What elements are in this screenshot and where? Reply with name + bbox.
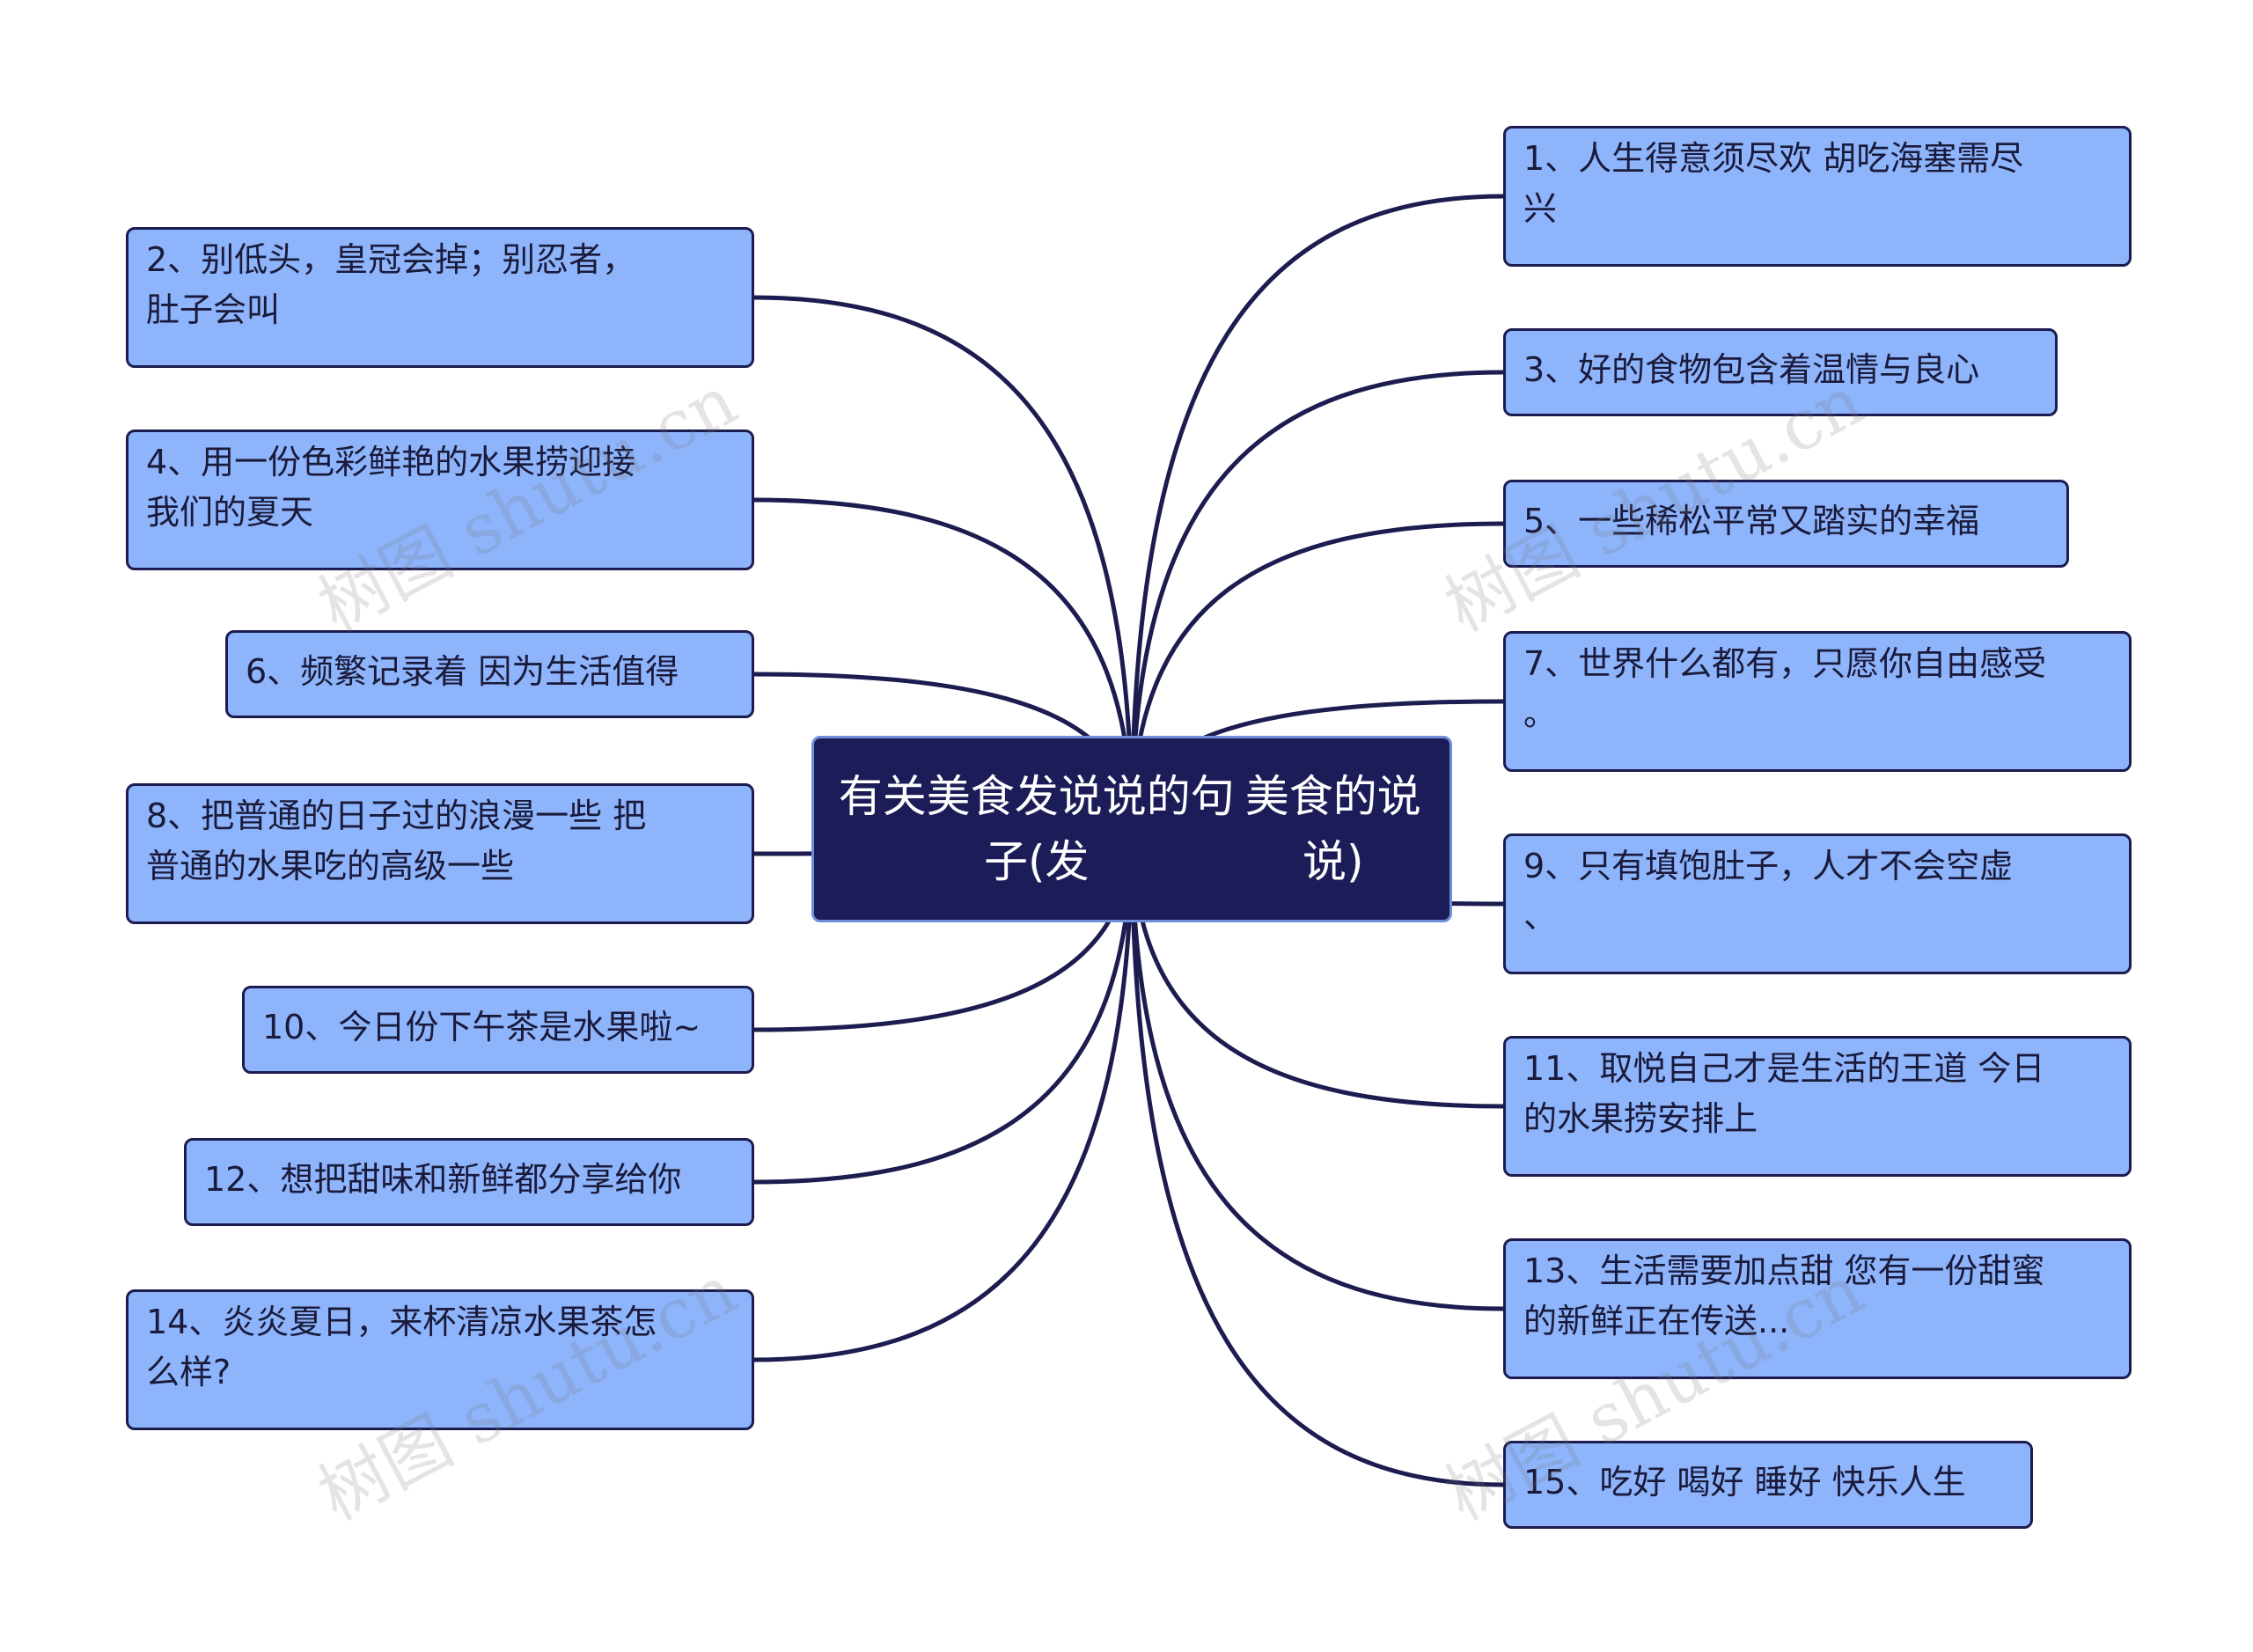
root-topic[interactable]: 有关美食发说说的句子(发美食的说说) — [811, 736, 1452, 922]
topic-7[interactable]: 7、世界什么都有，只愿你自由感受 。 — [1503, 631, 2132, 772]
connector-n15 — [1129, 828, 1504, 1487]
topic-2[interactable]: 2、别低头，皇冠会掉；别忍者， 肚子会叫 — [126, 227, 754, 368]
topic-6[interactable]: 6、频繁记录着 因为生活值得 — [225, 630, 754, 718]
topic-13[interactable]: 13、生活需要加点甜 您有一份甜蜜 的新鲜正在传送... — [1503, 1238, 2132, 1379]
topic-12[interactable]: 12、想把甜味和新鲜都分享给你 — [184, 1138, 754, 1226]
connector-n12 — [753, 828, 1134, 1185]
connector-n3 — [1129, 370, 1504, 830]
topic-5[interactable]: 5、一些稀松平常又踏实的幸福 — [1503, 480, 2069, 568]
topic-4[interactable]: 4、用一份色彩鲜艳的水果捞迎接 我们的夏天 — [126, 430, 754, 570]
connector-n14 — [753, 828, 1134, 1362]
topic-3[interactable]: 3、好的食物包含着温情与良心 — [1503, 328, 2058, 416]
connector-n2 — [753, 295, 1134, 830]
topic-10[interactable]: 10、今日份下午茶是水果啦~ — [242, 986, 754, 1074]
topic-1[interactable]: 1、人生得意须尽欢 胡吃海塞需尽 兴 — [1503, 126, 2132, 267]
connector-n1 — [1129, 194, 1504, 830]
topic-8[interactable]: 8、把普通的日子过的浪漫一些 把 普通的水果吃的高级一些 — [126, 783, 754, 924]
topic-14[interactable]: 14、炎炎夏日，来杯清凉水果茶怎 么样? — [126, 1289, 754, 1430]
topic-9[interactable]: 9、只有填饱肚子，人才不会空虚 、 — [1503, 833, 2132, 974]
connector-n13 — [1129, 828, 1504, 1311]
topic-15[interactable]: 15、吃好 喝好 睡好 快乐人生 — [1503, 1441, 2033, 1529]
connector-n4 — [753, 497, 1134, 830]
topic-11[interactable]: 11、取悦自己才是生活的王道 今日 的水果捞安排上 — [1503, 1036, 2132, 1177]
